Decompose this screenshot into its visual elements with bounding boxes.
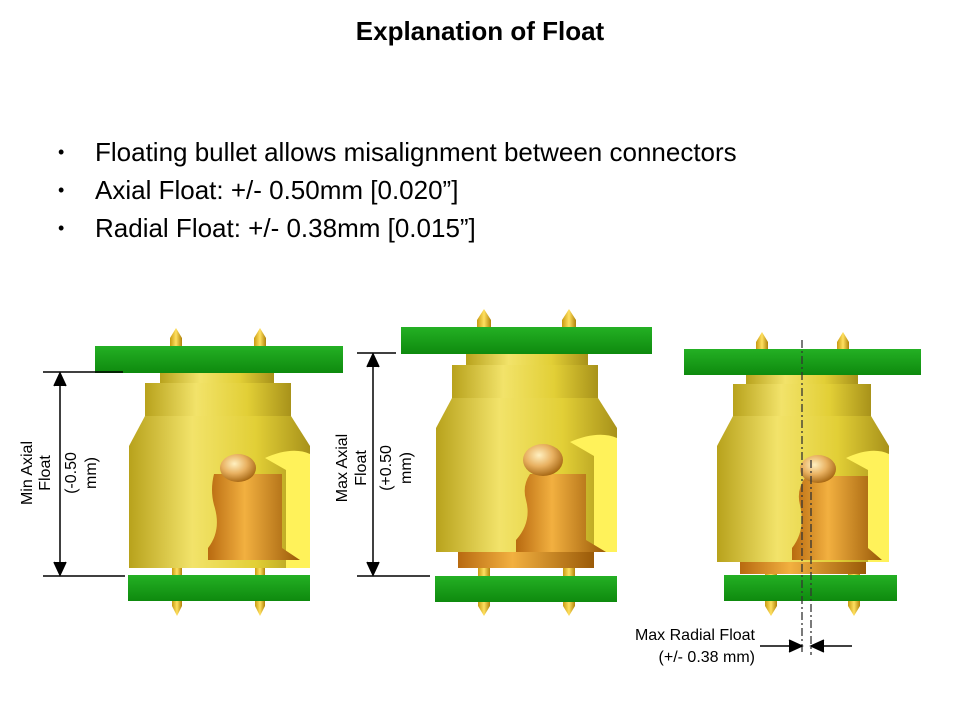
bullet-item: • Axial Float: +/- 0.50mm [0.020”] (58, 171, 737, 209)
max-axial-label-line: Float (353, 450, 370, 486)
top-board (401, 327, 652, 354)
bullet-ball (220, 454, 256, 482)
floating-bullet (208, 474, 300, 560)
min-axial-label: Min Axial Float (-0.50 mm) (19, 441, 100, 505)
max-axial-label-line: mm) (398, 452, 415, 484)
min-axial-label-line: mm) (83, 457, 100, 489)
max-axial-label: Max Axial Float (+0.50 mm) (334, 434, 415, 502)
bullet-text: Axial Float: +/- 0.50mm [0.020”] (95, 175, 459, 205)
radial-label-line: (+/- 0.38 mm) (659, 649, 755, 666)
floating-bullet (792, 476, 882, 560)
min-axial-label-line: Min Axial (19, 441, 36, 505)
max-axial-label-line: (+0.50 (378, 445, 395, 491)
radial-dimension (760, 639, 852, 653)
min-axial-label-line: (-0.50 (63, 452, 80, 494)
slide-title: Explanation of Float (355, 16, 605, 46)
bullet-item: • Radial Float: +/- 0.38mm [0.015”] (58, 209, 737, 247)
bullet-marker: • (58, 218, 65, 238)
max-axial-label-line: Max Axial (334, 434, 351, 502)
radial-centerlines (801, 340, 812, 655)
bottom-board (435, 576, 617, 602)
bullet-text: Floating bullet allows misalignment betw… (95, 137, 737, 167)
bullet-list: • Floating bullet allows misalignment bet… (58, 133, 737, 247)
max-axial-dimension (357, 352, 430, 577)
min-axial-dimension (43, 371, 125, 577)
connector-min-axial (95, 328, 343, 616)
bullet-ball (800, 455, 836, 483)
housing-upper (145, 383, 291, 416)
connector-max-axial (401, 309, 652, 616)
radial-label-line: Max Radial Float (635, 627, 756, 644)
bullet-text: Radial Float: +/- 0.38mm [0.015”] (95, 213, 476, 243)
min-axial-label-line: Float (37, 455, 54, 491)
top-board (95, 346, 343, 373)
bullet-marker: • (58, 142, 65, 162)
floating-bullet (516, 474, 606, 552)
bottom-board (128, 575, 310, 601)
bullet-ball (523, 444, 563, 476)
bullet-marker: • (58, 180, 65, 200)
housing-upper (452, 365, 598, 398)
bullet-item: • Floating bullet allows misalignment bet… (58, 133, 737, 171)
